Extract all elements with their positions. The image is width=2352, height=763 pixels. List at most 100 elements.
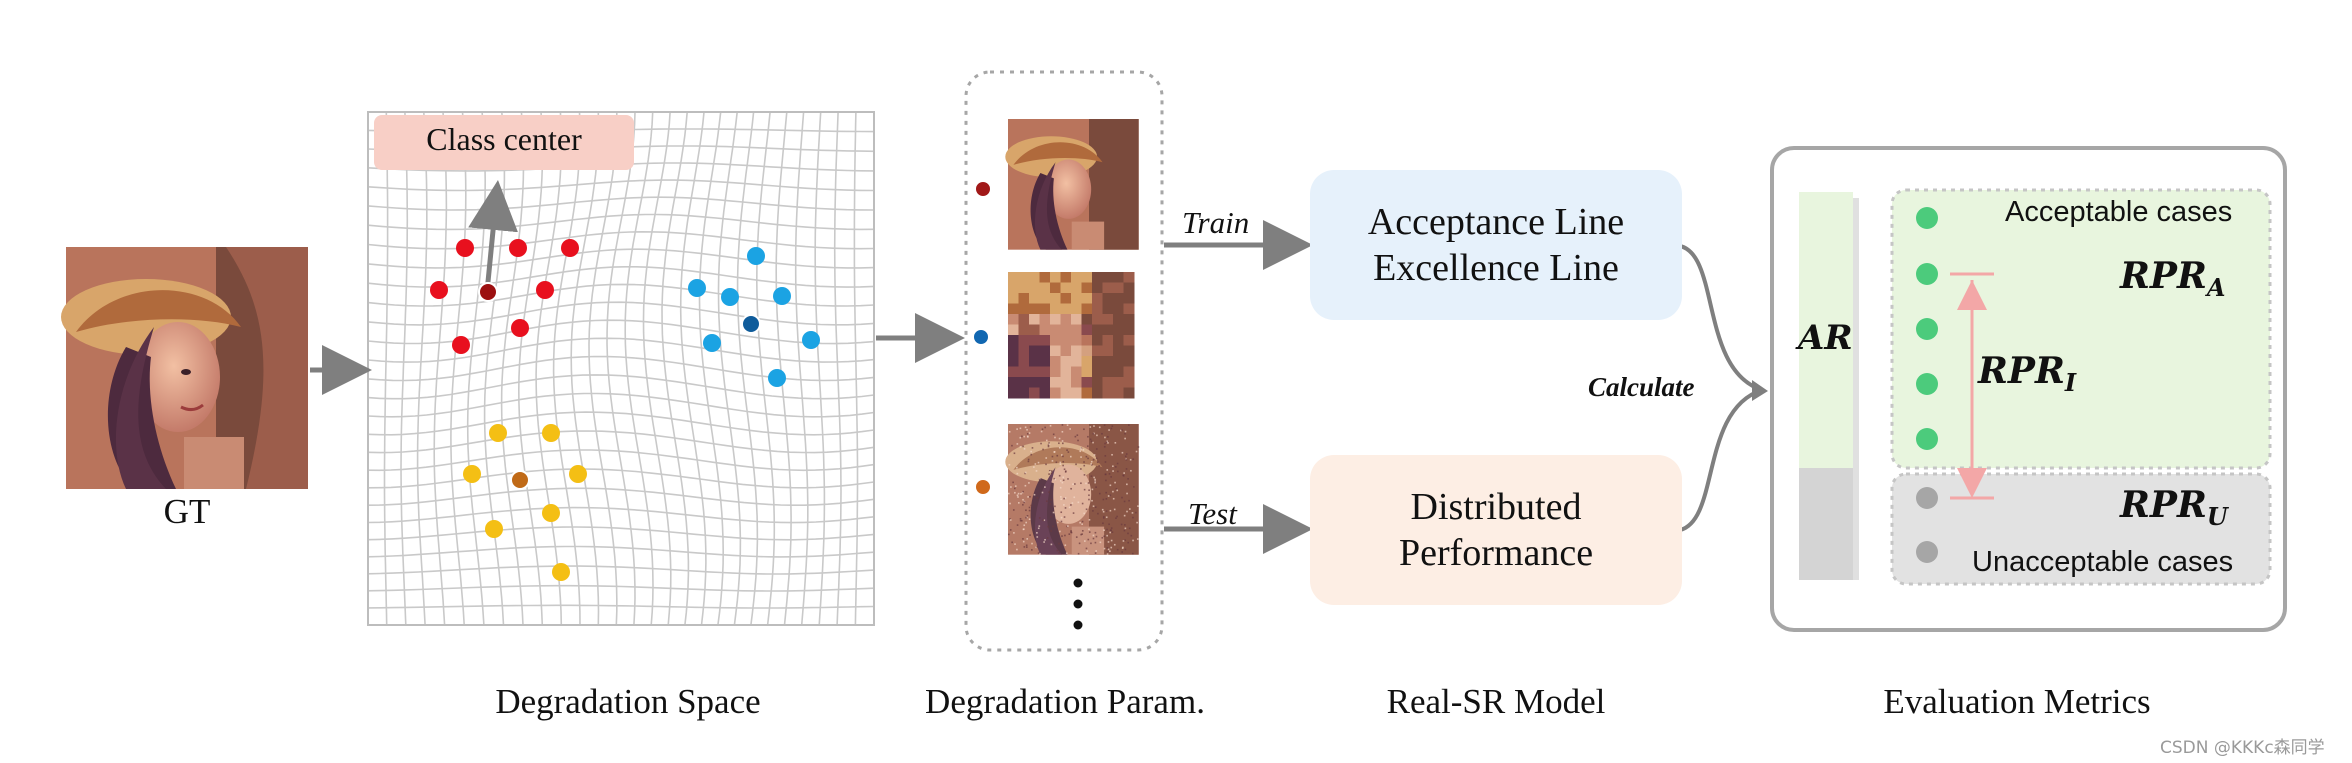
pixel-block: [1102, 303, 1114, 315]
noise-speck: [1127, 541, 1130, 544]
pixel-block: [1071, 366, 1082, 378]
noise-speck: [1013, 452, 1016, 455]
cluster-point: [688, 279, 706, 297]
pixel-block: [1060, 282, 1072, 294]
pixel-block: [1092, 387, 1103, 399]
noise-speck: [1077, 439, 1079, 442]
noise-speck: [1125, 458, 1128, 461]
pixel-block: [1060, 314, 1072, 325]
noise-speck: [1059, 461, 1062, 464]
noise-speck: [1008, 492, 1010, 495]
noise-speck: [1038, 478, 1041, 481]
noise-speck: [1087, 445, 1089, 447]
param-dot-orange: [974, 478, 992, 496]
noise-speck: [1060, 520, 1063, 523]
noise-speck: [1120, 523, 1123, 526]
noise-speck: [1124, 548, 1127, 551]
noise-speck: [1070, 530, 1072, 532]
noise-speck: [1012, 481, 1014, 484]
cluster-point: [430, 281, 448, 299]
noise-speck: [1106, 534, 1108, 537]
noise-speck: [1009, 518, 1011, 520]
pixel-block: [1092, 335, 1103, 346]
noise-speck: [1094, 481, 1096, 484]
pixel-block: [1113, 387, 1124, 399]
noise-speck: [1025, 544, 1028, 547]
noise-speck: [1008, 533, 1010, 536]
pixel-block: [1123, 282, 1135, 294]
grid-line: [367, 248, 875, 269]
noise-speck: [1062, 464, 1064, 467]
noise-speck: [1043, 541, 1045, 543]
noise-speck: [1067, 451, 1070, 453]
pixel-block: [1092, 324, 1103, 336]
noise-speck: [1085, 455, 1088, 458]
pixel-block: [1008, 282, 1019, 294]
noise-speck: [1019, 427, 1022, 430]
pixel-block: [1008, 387, 1019, 399]
noise-speck: [1079, 450, 1082, 453]
pixel-block: [1123, 335, 1135, 346]
noise-speck: [1095, 550, 1097, 552]
grid-line: [466, 111, 487, 626]
noise-speck: [1089, 426, 1092, 428]
class-center-box: [374, 115, 634, 170]
noise-speck: [1070, 504, 1072, 506]
pixel-block: [1071, 314, 1082, 325]
acceptable-cases-label: Acceptable cases: [2005, 196, 2233, 228]
noise-speck: [1039, 552, 1041, 555]
pixel-block: [1071, 303, 1082, 315]
pixel-block: [1008, 345, 1019, 357]
gt-image: [61, 247, 308, 489]
noise-speck: [1090, 464, 1093, 466]
noise-speck: [1023, 546, 1026, 548]
noise-speck: [1061, 424, 1064, 426]
noise-speck: [1052, 525, 1054, 528]
noise-speck: [1026, 433, 1029, 435]
noise-speck: [1027, 496, 1029, 498]
pixel-block: [1018, 314, 1030, 325]
noise-speck: [1066, 424, 1069, 426]
noise-speck: [1126, 510, 1128, 513]
pixel-block: [1071, 272, 1082, 283]
noise-speck: [1103, 445, 1106, 448]
noise-speck: [1091, 488, 1094, 491]
noise-speck: [1103, 515, 1105, 518]
noise-speck: [1091, 499, 1093, 502]
pixel-block: [1060, 387, 1072, 399]
noise-speck: [1098, 426, 1101, 429]
noise-speck: [1073, 496, 1076, 499]
noise-speck: [1111, 453, 1113, 456]
pixel-block: [1113, 324, 1124, 336]
noise-speck: [1093, 476, 1095, 479]
cluster-point: [542, 424, 560, 442]
pixel-block: [1039, 324, 1051, 336]
pixel-block: [1081, 282, 1093, 294]
noise-speck: [1105, 498, 1108, 500]
noise-speck: [1131, 512, 1134, 514]
pixel-block: [1081, 366, 1093, 378]
noise-speck: [1081, 520, 1084, 523]
noise-speck: [1060, 516, 1063, 519]
noise-speck: [1130, 469, 1132, 472]
noise-speck: [1031, 447, 1034, 449]
noise-speck: [1026, 514, 1029, 517]
pixel-block: [1081, 335, 1093, 346]
noise-speck: [1037, 552, 1040, 554]
noise-speck: [1110, 529, 1112, 532]
noise-speck: [1104, 473, 1107, 476]
noise-speck: [1068, 506, 1071, 509]
noise-speck: [1094, 552, 1097, 554]
noise-speck: [1009, 502, 1011, 505]
pixel-block: [1039, 272, 1051, 283]
grid-line: [433, 111, 448, 626]
pixel-block: [1029, 314, 1040, 325]
pixel-block: [1050, 282, 1061, 294]
degradation-grid: [367, 111, 875, 626]
pixel-block: [1050, 366, 1061, 378]
noise-speck: [1064, 534, 1066, 537]
noise-speck: [1126, 483, 1128, 486]
pixel-block: [1113, 293, 1124, 304]
pixel-block: [1081, 293, 1093, 304]
pixel-block: [1102, 293, 1114, 304]
